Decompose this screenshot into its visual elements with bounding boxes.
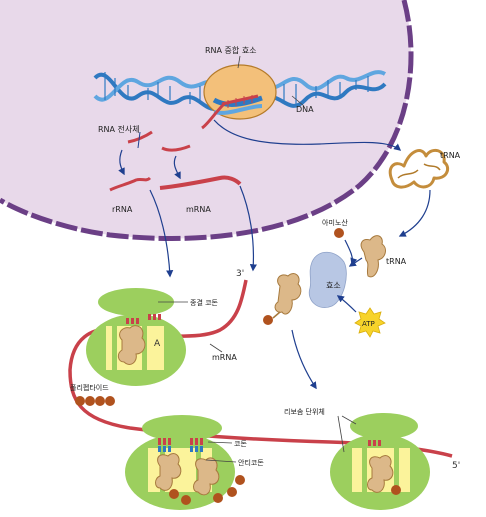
ribosome-2	[125, 415, 245, 510]
charged-trna	[263, 273, 302, 325]
label-mrna-bottom: mRNA	[212, 353, 237, 362]
nucleus	[0, 0, 412, 239]
label-rrna: rRNA	[112, 205, 133, 214]
mrna-main-strand	[68, 279, 453, 458]
label-amino-acid: 아미노산	[322, 218, 348, 227]
amino-acid-free	[334, 228, 344, 238]
rna-transcript-1	[127, 130, 153, 144]
ribosome-1	[86, 288, 186, 386]
trna-mid-molecule	[360, 235, 386, 278]
dna-helix	[93, 70, 387, 111]
label-stop-codon: 종결 코돈	[190, 298, 219, 307]
ribosome-3	[330, 413, 430, 510]
label-enzyme: 효소	[326, 281, 341, 290]
mrna-strand-nucleus	[159, 175, 242, 190]
label-rna-polymerase: RNA 중합 효소	[205, 46, 257, 55]
label-codon: 코돈	[234, 440, 247, 448]
label-trna-top: tRNA	[440, 151, 461, 160]
label-five-prime: 5'	[452, 461, 460, 471]
polypeptide-chain	[75, 396, 115, 406]
label-site-a: A	[154, 339, 161, 349]
label-dna: DNA	[296, 105, 314, 114]
label-anticodon: 안티코돈	[238, 458, 264, 467]
label-trna-mid: tRNA	[386, 257, 407, 266]
aminoacyl-enzyme	[308, 251, 347, 308]
atp-burst	[354, 307, 386, 338]
nuclear-envelope	[0, 0, 414, 241]
label-polypeptide: 폴리펩타이드	[70, 383, 109, 392]
label-rna-transcript: RNA 전사체	[98, 124, 140, 134]
label-ribosome-subunit: 리보솜 단위체	[284, 407, 325, 416]
rrna-strand	[109, 176, 152, 192]
label-mrna-top: mRNA	[186, 205, 211, 214]
label-atp: ATP	[362, 320, 375, 328]
trna-top-molecule	[388, 148, 450, 189]
label-three-prime: 3'	[236, 269, 244, 279]
rna-transcript-2	[161, 144, 191, 152]
